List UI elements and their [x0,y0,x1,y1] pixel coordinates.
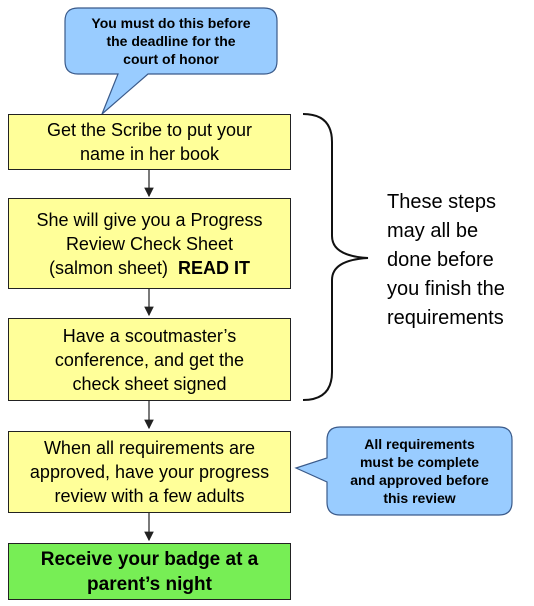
callout-top-line-3: court of honor [123,51,219,67]
callout-right-line-3: and approved before [350,472,489,488]
step-3-line-1: Have a scoutmaster’s [62,325,237,346]
step-4-line-3: review with a few adults [54,486,245,506]
step-2-salmon-note: (salmon sheet) [48,257,169,278]
step-4-line-2: approved, have your progress [29,462,270,482]
step-2-box: She will give you a Progress Review Chec… [8,198,291,289]
callout-top-text: You must do this before the deadline for… [70,14,272,68]
brace-note-line-3: done before [387,249,494,271]
step-2-line-1: She will give you a Progress [36,209,263,230]
step-4-line-1: When all requirements are [43,438,256,458]
callout-right-line-2: must be complete [359,454,480,470]
brace-note-line-4: you finish the [387,278,505,300]
brace-note-line-1: These steps [387,191,496,213]
step-1-line-1: Get the Scribe to put your [46,120,253,140]
step-4-box: When all requirements are approved, have… [8,431,291,513]
callout-right-text: All requirements must be complete and ap… [331,435,508,507]
step-1-box: Get the Scribe to put your name in her b… [8,114,291,170]
curly-brace [302,113,369,401]
callout-right-line-1: All requirements [364,436,475,452]
brace-note-line-2: may all be [387,220,479,242]
step-3-box: Have a scoutmaster’s conference, and get… [8,318,291,401]
callout-right-line-4: this review [383,490,456,506]
step-2-read-it: READ IT [178,257,251,278]
step-1-line-2: name in her book [79,144,220,164]
step-3-line-2: conference, and get the [54,349,245,370]
brace-note-line-5: requirements [387,307,504,329]
final-step-line-2: parent’s night [87,573,212,595]
step-2-line-3: (salmon sheet) READ IT [36,256,262,280]
step-2-line-2: Review Check Sheet [65,233,234,254]
step-3-line-3: check sheet signed [72,373,227,394]
callout-top-line-1: You must do this before [91,15,251,31]
final-step-line-1: Receive your badge at a [40,548,259,570]
callout-top-line-2: the deadline for the [106,33,236,49]
callout-right-shape [294,426,513,516]
callout-top-shape [64,7,278,115]
brace-note: These steps may all be done before you f… [387,188,532,333]
final-step-box: Receive your badge at a parent’s night [8,543,291,600]
